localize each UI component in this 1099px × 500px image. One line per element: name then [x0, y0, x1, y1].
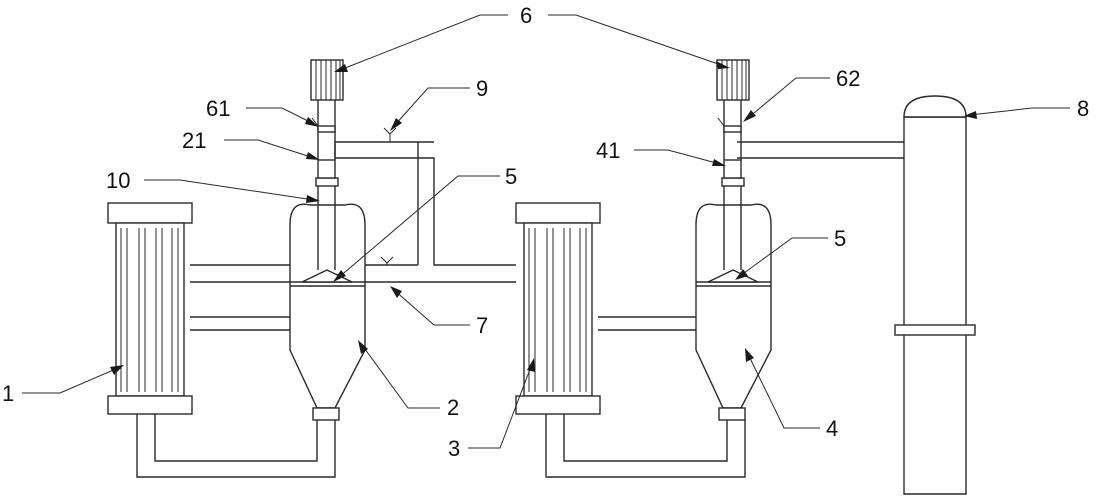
label-3: 3 [448, 436, 460, 461]
motor-left [310, 59, 344, 101]
separator-column-2 [289, 100, 366, 421]
separator-column-4 [695, 100, 772, 421]
label-61: 61 [206, 96, 230, 121]
leader-lines [22, 14, 1070, 449]
label-8: 8 [1077, 96, 1089, 121]
valve-symbols [311, 117, 725, 265]
label-41: 41 [596, 138, 620, 163]
label-5b: 5 [834, 226, 846, 251]
label-6: 6 [520, 3, 532, 28]
part-labels: 1 2 3 4 5 5 6 61 62 7 8 9 10 21 41 [2, 3, 1089, 461]
label-4: 4 [826, 416, 838, 441]
label-2: 2 [447, 395, 459, 420]
pipes [136, 141, 904, 478]
label-7: 7 [476, 313, 488, 338]
label-21: 21 [182, 128, 206, 153]
label-1: 1 [2, 381, 14, 406]
label-9: 9 [476, 76, 488, 101]
label-10: 10 [106, 168, 130, 193]
label-5a: 5 [505, 164, 517, 189]
label-62: 62 [836, 66, 860, 91]
tall-column-8 [894, 95, 976, 495]
heat-exchanger-3 [515, 202, 601, 415]
heat-exchanger-1 [107, 202, 193, 415]
